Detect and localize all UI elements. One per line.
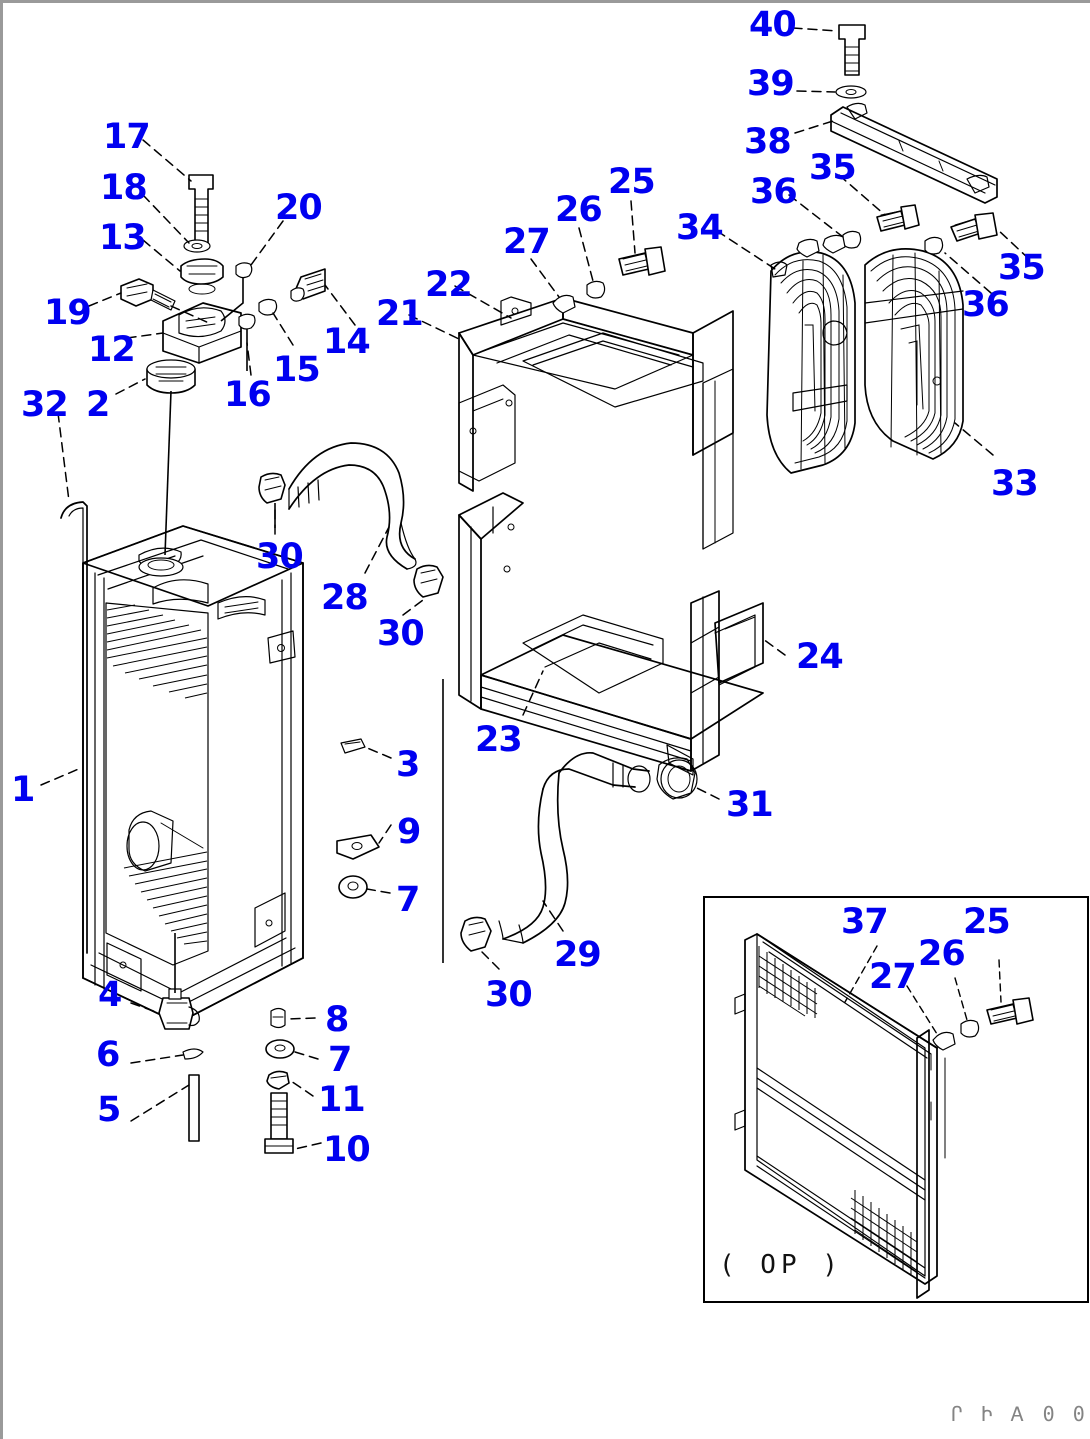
upper-hose-28 [258, 442, 444, 616]
small-parts-right [336, 679, 444, 963]
inset-line-art [734, 933, 1034, 1299]
callout-17: 17 [103, 117, 151, 157]
inset-callout-37: 37 [841, 902, 889, 942]
callout-35: 35 [809, 148, 857, 188]
callout-24: 24 [796, 637, 844, 677]
technical-line-art [40, 24, 1030, 1154]
stay-rod-32 [57, 412, 88, 954]
callout-11: 11 [318, 1080, 366, 1120]
callout-35-right: 35 [998, 248, 1046, 288]
callout-36-right: 36 [962, 285, 1010, 325]
callout-25: 25 [608, 162, 656, 202]
callout-12: 12 [88, 330, 136, 370]
callout-27: 27 [503, 222, 551, 262]
callout-19: 19 [44, 293, 92, 333]
callout-2: 2 [86, 385, 110, 425]
callout-21: 21 [376, 294, 424, 334]
drawing-code-watermark: Ր Ի Ꭺ 0 0 5 4 [951, 1402, 1090, 1426]
bracket-cluster [88, 139, 356, 376]
fan-guard-group [716, 174, 1030, 474]
inset-callout-27: 27 [869, 957, 917, 997]
callout-32: 32 [21, 385, 69, 425]
callout-5: 5 [97, 1090, 121, 1130]
callout-38: 38 [744, 122, 792, 162]
callout-40: 40 [749, 5, 797, 45]
callout-36: 36 [750, 172, 798, 212]
callout-39: 39 [747, 64, 795, 104]
callout-34: 34 [676, 208, 724, 248]
callout-4: 4 [98, 975, 122, 1015]
frame-bolts [530, 200, 666, 314]
radiator-core-group [40, 525, 304, 1024]
callout-22: 22 [425, 265, 473, 305]
callout-7-lower: 7 [328, 1040, 352, 1080]
shroud-frame-group [408, 285, 786, 776]
inset-callout-25: 25 [963, 902, 1011, 942]
callout-16: 16 [224, 375, 272, 415]
callout-13: 13 [99, 218, 147, 258]
callout-29: 29 [554, 935, 602, 975]
callout-30-lower: 30 [485, 975, 533, 1015]
callout-14: 14 [323, 322, 371, 362]
optional-parts-inset: 37 25 26 27 ( OP ) [703, 896, 1089, 1303]
callout-30-mid: 30 [377, 614, 425, 654]
inset-callout-26: 26 [918, 934, 966, 974]
callout-18: 18 [100, 168, 148, 208]
callout-33: 33 [991, 464, 1039, 504]
diagram-artboard: 40 39 38 35 36 35 36 33 34 25 26 27 22 2… [3, 3, 1090, 1439]
guard-bar-38 [792, 24, 998, 204]
callout-30-upper: 30 [256, 537, 304, 577]
outlet-port-31 [656, 757, 720, 800]
radiator-cap-2 [115, 359, 196, 556]
callout-1: 1 [11, 770, 35, 810]
optional-label: ( OP ) [719, 1250, 843, 1280]
callout-26: 26 [555, 190, 603, 230]
inset-fasteners [844, 945, 1034, 1051]
callout-31: 31 [726, 785, 774, 825]
callout-8: 8 [325, 1000, 349, 1040]
callout-15: 15 [273, 350, 321, 390]
callout-23: 23 [475, 720, 523, 760]
bottom-small-parts [130, 933, 322, 1154]
callout-20: 20 [275, 188, 323, 228]
callout-28: 28 [321, 578, 369, 618]
lower-hose-29 [460, 752, 651, 970]
inset-grille [734, 933, 946, 1299]
callout-7: 7 [396, 880, 420, 920]
callout-3: 3 [396, 745, 420, 785]
callout-10: 10 [323, 1130, 371, 1170]
callout-6: 6 [96, 1035, 120, 1075]
callout-9: 9 [397, 812, 421, 852]
